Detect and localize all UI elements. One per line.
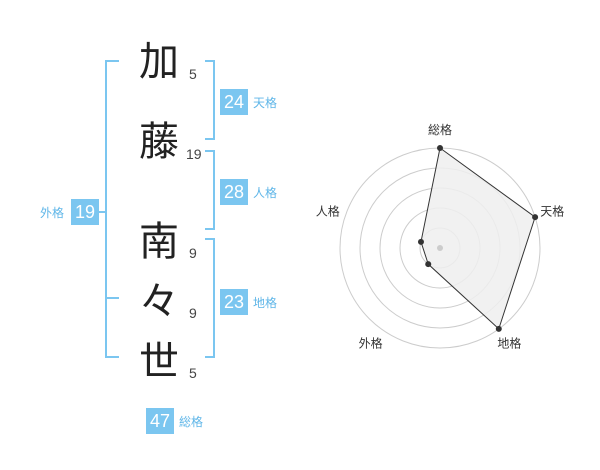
stroke-count-4: 9 bbox=[189, 305, 197, 321]
stroke-count-5: 5 bbox=[189, 365, 197, 381]
radar-point-2 bbox=[532, 214, 539, 221]
jinkaku-label: 人格 bbox=[253, 186, 278, 200]
radar-axis-label-3: 地格 bbox=[497, 335, 521, 350]
radar-point-4 bbox=[425, 261, 432, 268]
soukaku-label: 総格 bbox=[179, 415, 204, 429]
radar-center bbox=[437, 245, 443, 251]
radar-axis-label-4: 外格 bbox=[359, 335, 383, 350]
radar-axis-label-1: 総格 bbox=[428, 122, 452, 137]
tenkaku-bracket bbox=[205, 60, 215, 140]
stroke-count-3: 9 bbox=[189, 245, 197, 261]
soukaku-score: 47 bbox=[146, 408, 174, 434]
chikaku-bracket bbox=[205, 238, 215, 358]
radar-area bbox=[420, 147, 536, 330]
chikaku-score: 23 bbox=[220, 289, 248, 315]
chikaku-label: 地格 bbox=[253, 296, 278, 310]
radar-point-5 bbox=[417, 238, 424, 245]
radar-point-1 bbox=[437, 145, 443, 151]
stroke-count-2: 19 bbox=[186, 146, 202, 162]
tenkaku-score: 24 bbox=[220, 89, 248, 115]
jinkaku-score: 28 bbox=[220, 179, 248, 205]
tenkaku-label: 天格 bbox=[253, 96, 278, 110]
gaikaku-label: 外格 bbox=[40, 206, 65, 220]
gaikaku-bracket-connector bbox=[99, 211, 106, 213]
stroke-count-1: 5 bbox=[189, 66, 197, 82]
character-5: 世 bbox=[139, 339, 179, 385]
character-2: 藤 bbox=[139, 119, 179, 165]
gaikaku-bracket-tick bbox=[105, 297, 119, 299]
radar-axis-label-2: 天格 bbox=[540, 204, 564, 219]
character-4: 々 bbox=[139, 279, 179, 325]
gaikaku-bracket bbox=[105, 60, 119, 358]
character-3: 南 bbox=[139, 219, 179, 265]
character-1: 加 bbox=[139, 39, 179, 85]
radar-point-3 bbox=[495, 325, 502, 332]
radar-axis-label-5: 人格 bbox=[316, 204, 340, 219]
jinkaku-bracket bbox=[205, 150, 215, 230]
gaikaku-score: 19 bbox=[71, 199, 99, 225]
